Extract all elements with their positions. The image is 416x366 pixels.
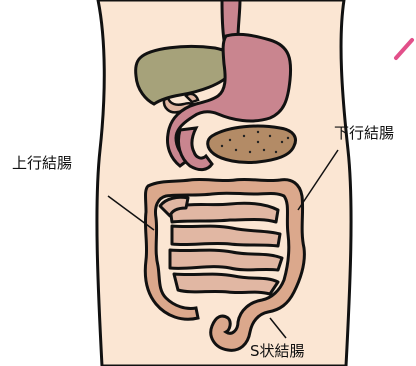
accent-arrow-icon	[396, 40, 412, 58]
svg-text:上行結腸: 上行結腸	[12, 154, 72, 172]
svg-text:S状結腸: S状結腸	[250, 342, 305, 360]
svg-text:下行結腸: 下行結腸	[334, 124, 394, 142]
pancreas	[208, 126, 296, 162]
